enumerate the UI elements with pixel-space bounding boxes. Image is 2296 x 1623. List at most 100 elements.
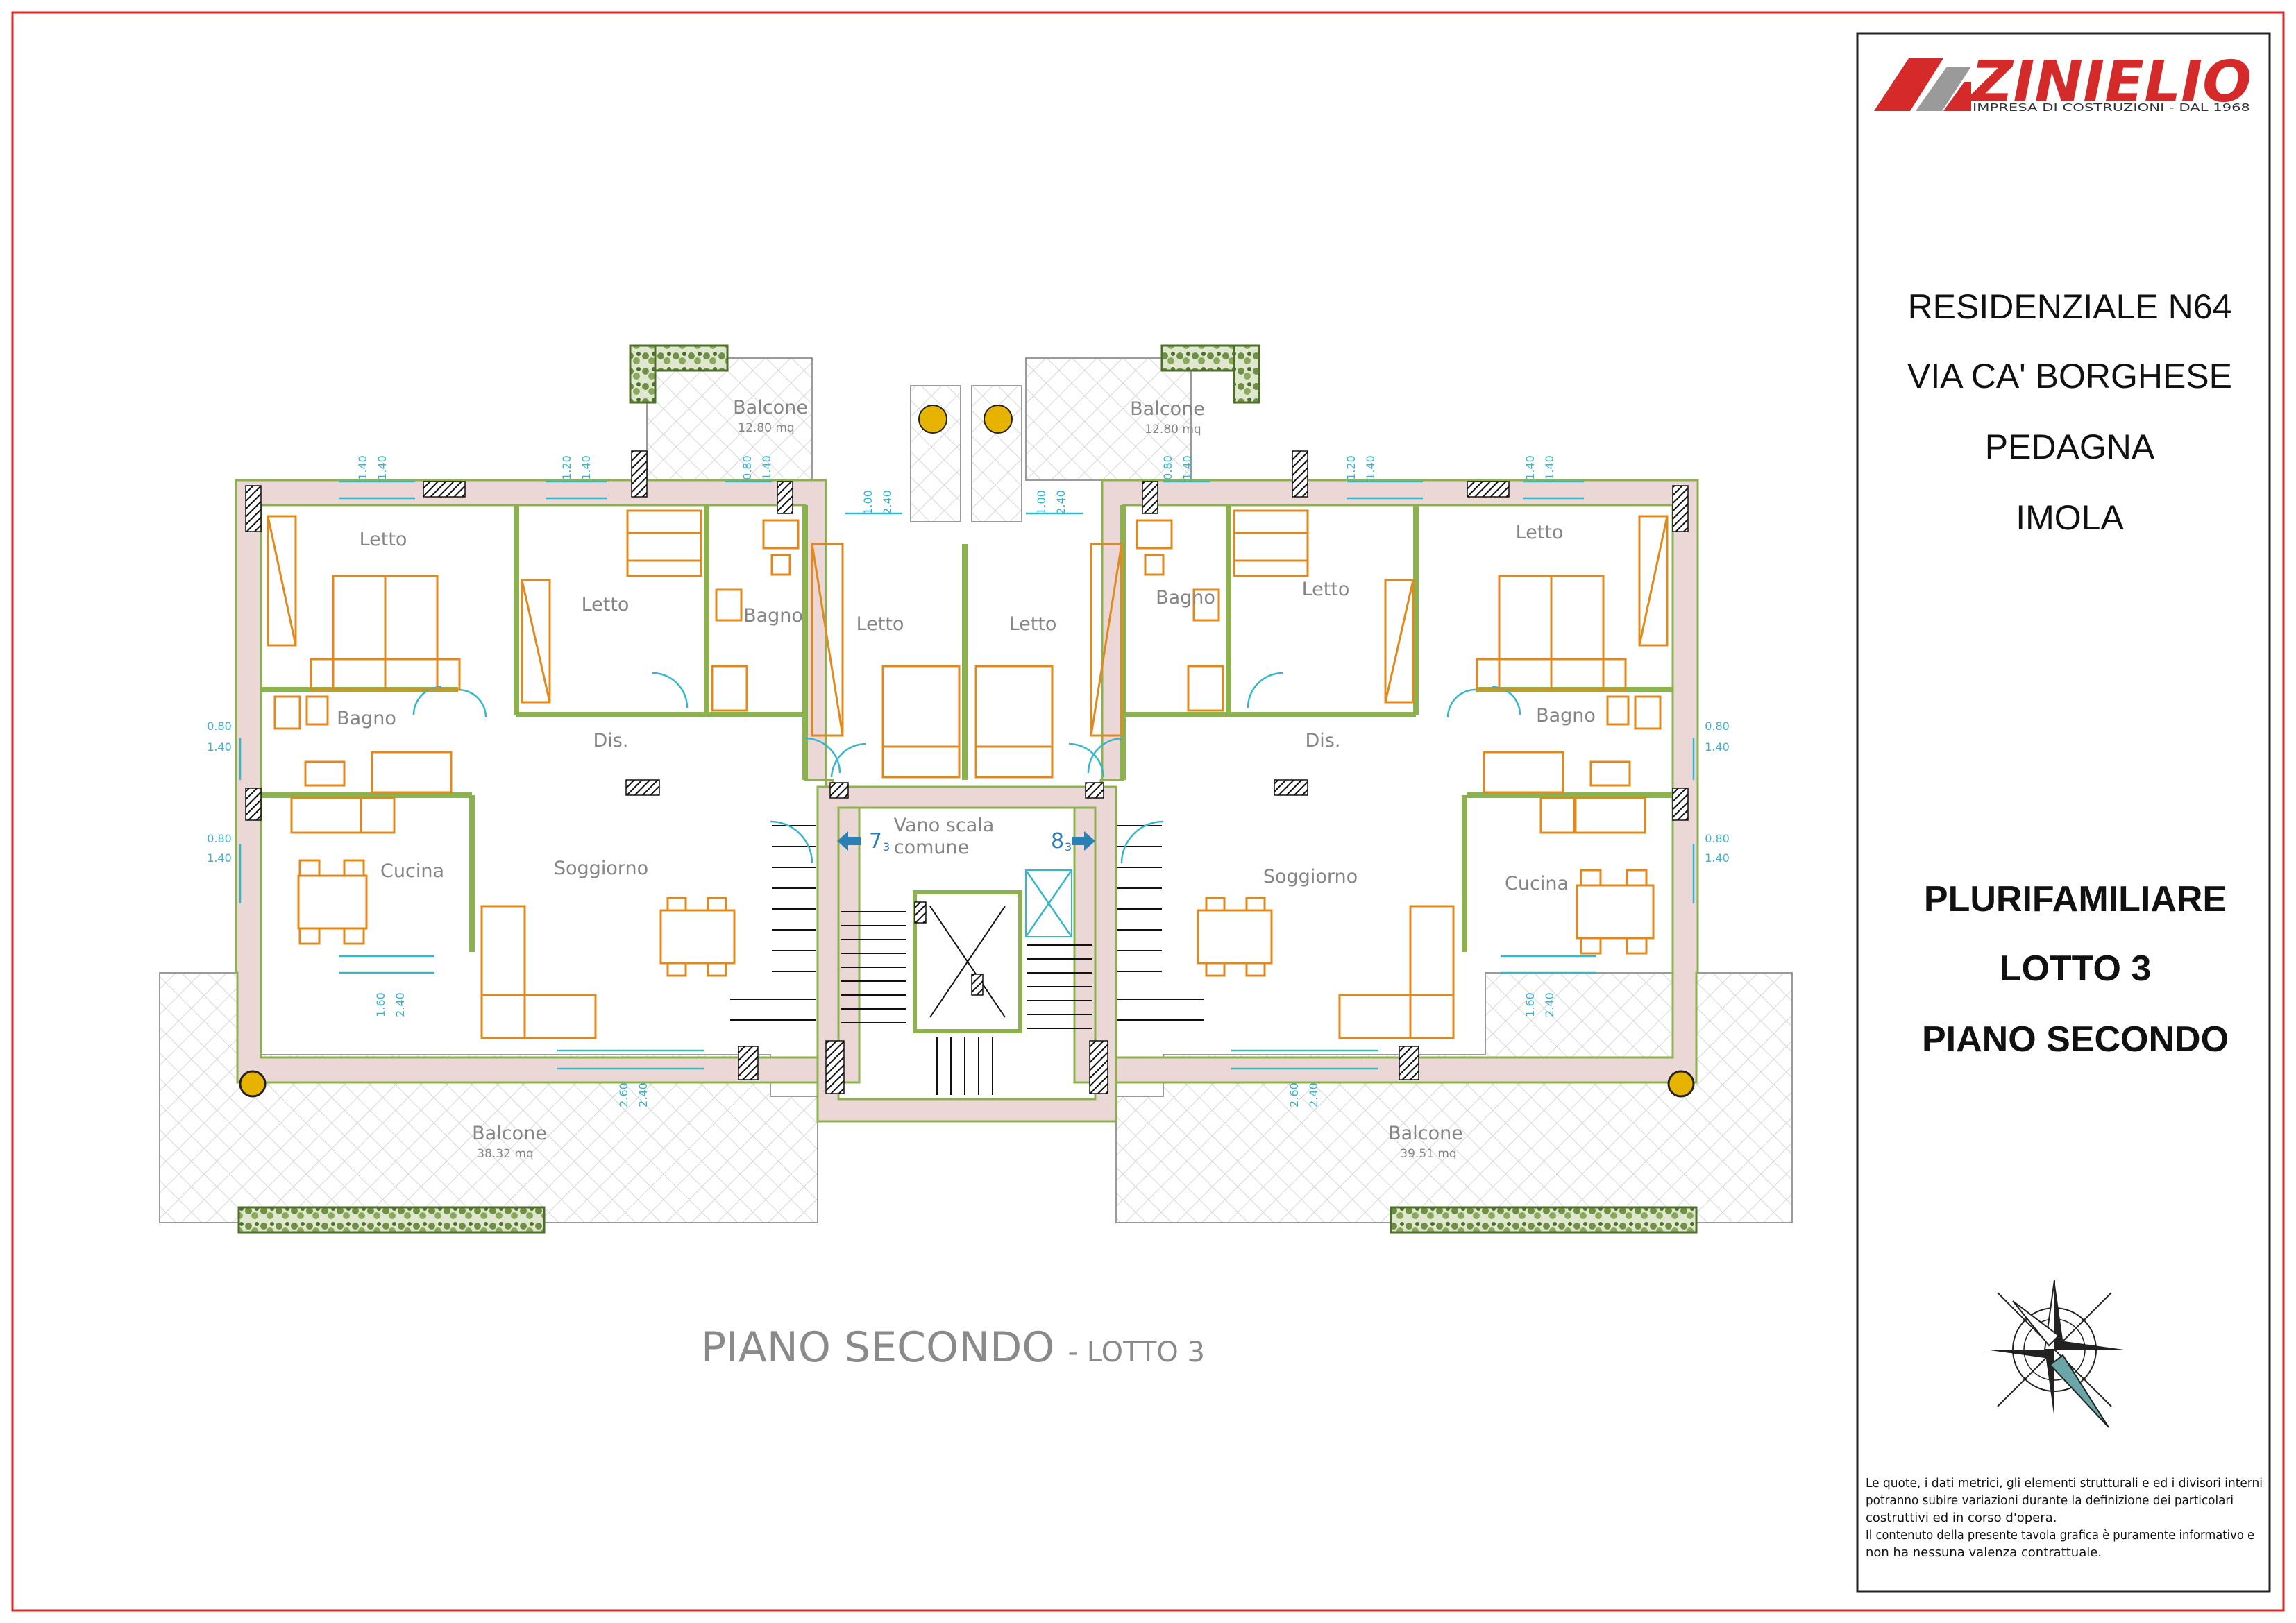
pillars xyxy=(245,450,1689,1094)
label-bagno: Bagno xyxy=(743,605,803,627)
dimension-label: 0.80 xyxy=(741,455,754,480)
terrace-light-icon xyxy=(1667,1070,1695,1098)
dimension-label: 2.40 xyxy=(1543,992,1556,1017)
label-bagno: Bagno xyxy=(337,708,396,729)
label-bagno: Bagno xyxy=(1156,587,1215,609)
title-block-border xyxy=(1856,32,2271,1593)
sheet-lot: LOTTO 3 xyxy=(2000,949,2152,989)
label-letto: Letto xyxy=(1302,579,1350,600)
disclaimer-line: potranno subire variazioni durante la de… xyxy=(1866,1493,2234,1508)
furniture-left xyxy=(267,509,961,1039)
label-letto: Letto xyxy=(360,529,407,550)
company-logo: ZINIELIO IMPRESA DI COSTRUZIONI - DAL 19… xyxy=(1874,49,2252,115)
plan-caption-main: PIANO SECONDO xyxy=(701,1323,1055,1372)
dimension-label: 1.40 xyxy=(1705,740,1730,754)
logo-brand: ZINIELIO xyxy=(1969,49,2252,115)
floor-plan: Balcone 12.80 mq Balcone 12.80 mq Letto … xyxy=(159,344,1793,1234)
drain-icon xyxy=(984,405,1013,434)
area-balcone-bottom-left: 38.32 mq xyxy=(477,1147,533,1161)
dimension-label: 1.40 xyxy=(580,455,593,480)
arrow-left-icon xyxy=(837,831,861,851)
compass-rose-icon xyxy=(1985,1280,2124,1428)
unit-number: 7 xyxy=(869,829,882,853)
project-street: VIA CA' BORGHESE xyxy=(1907,357,2232,396)
area-balcone-top-right: 12.80 mq xyxy=(1145,423,1201,436)
disclaimer-line: Le quote, i dati metrici, gli elementi s… xyxy=(1866,1476,2263,1490)
dimension-label: 2.40 xyxy=(394,992,407,1017)
label-dis: Dis. xyxy=(1306,730,1341,751)
unit-8-marker: 8 3 xyxy=(1051,829,1095,853)
dimension-label: 2.40 xyxy=(1054,490,1067,515)
dimension-label: 1.40 xyxy=(760,455,773,480)
label-dis: Dis. xyxy=(593,730,629,751)
dimension-label: 1.40 xyxy=(375,455,389,480)
windows xyxy=(239,480,1695,1070)
title-block: ZINIELIO IMPRESA DI COSTRUZIONI - DAL 19… xyxy=(1856,32,2271,1593)
project-city: IMOLA xyxy=(2016,498,2124,537)
planter-bottom-left xyxy=(237,1206,546,1234)
dimension-label: 1.40 xyxy=(1705,851,1730,865)
apartment-left-walls xyxy=(235,479,861,1084)
label-balcone-top-left: Balcone xyxy=(733,397,808,418)
dimension-label: 1.40 xyxy=(1181,455,1194,480)
sheet-frame xyxy=(11,11,2285,1612)
label-letto: Letto xyxy=(1516,522,1564,543)
dimension-label: 1.40 xyxy=(1523,455,1537,480)
area-balcone-top-left: 12.80 mq xyxy=(738,421,794,435)
dimension-label: 2.40 xyxy=(881,490,894,515)
dimension-label: 2.40 xyxy=(636,1082,650,1107)
arrow-right-icon xyxy=(1072,831,1095,851)
dimension-label: 0.80 xyxy=(207,832,232,845)
dimension-label: 1.00 xyxy=(1035,490,1048,515)
sheet-building-type: PLURIFAMILIARE xyxy=(1924,879,2227,919)
disclaimer-line: costruttivi ed in corso d'opera. xyxy=(1866,1511,2057,1525)
planter-top-left-side xyxy=(629,344,657,404)
label-balcone-bottom-right: Balcone xyxy=(1388,1123,1463,1144)
dimension-label: 0.80 xyxy=(1705,832,1730,845)
label-letto: Letto xyxy=(582,594,630,615)
dimension-label: 1.40 xyxy=(356,455,369,480)
area-balcone-bottom-right: 39.51 mq xyxy=(1400,1147,1456,1161)
disclaimer: Le quote, i dati metrici, gli elementi s… xyxy=(1866,1476,2263,1560)
balcony-top-right xyxy=(1025,357,1192,481)
dimension-label: 2.40 xyxy=(1307,1082,1320,1107)
label-letto: Letto xyxy=(856,613,904,635)
project-name: RESIDENZIALE N64 xyxy=(1908,287,2232,326)
unit-7-marker: 7 3 xyxy=(837,829,890,853)
label-balcone-bottom-left: Balcone xyxy=(472,1123,547,1144)
label-vano-scala: Vano scala xyxy=(894,815,995,836)
dimension-label: 1.40 xyxy=(207,740,232,754)
project-district: PEDAGNA xyxy=(1985,427,2155,466)
planter-bottom-right xyxy=(1390,1206,1698,1234)
label-letto: Letto xyxy=(1009,613,1057,635)
disclaimer-line: Il contenuto della presente tavola grafi… xyxy=(1866,1528,2254,1543)
dimension-label: 2.60 xyxy=(1288,1082,1301,1107)
drain-icon xyxy=(918,405,947,434)
label-balcone-top-right: Balcone xyxy=(1130,398,1205,420)
balcony-top-left xyxy=(646,357,813,481)
label-cucina: Cucina xyxy=(380,860,444,882)
dimension-label: 0.80 xyxy=(1705,720,1730,733)
balcony-top-right-service xyxy=(971,385,1022,522)
label-vano-scala: comune xyxy=(894,837,970,858)
dimension-label: 1.00 xyxy=(861,490,875,515)
dimension-label: 1.20 xyxy=(1344,455,1358,480)
terrace-light-icon xyxy=(239,1070,267,1098)
dimension-label: 1.40 xyxy=(1543,455,1556,480)
dimension-labels: 1.40 1.40 1.20 1.40 0.80 1.40 1.00 2.40 … xyxy=(207,455,1730,1107)
dimension-label: 1.60 xyxy=(1523,992,1537,1017)
dimension-label: 0.80 xyxy=(1161,455,1174,480)
label-cucina: Cucina xyxy=(1505,873,1569,894)
furniture-right xyxy=(974,509,1669,1039)
dimension-label: 0.80 xyxy=(207,720,232,733)
roof-chevron-logo-icon xyxy=(1874,58,1971,111)
dimension-label: 1.40 xyxy=(1364,455,1377,480)
disclaimer-line: non ha nessuna valenza contrattuale. xyxy=(1866,1545,2102,1560)
stair-core-walls xyxy=(816,785,1117,1123)
sheet-floor: PIANO SECONDO xyxy=(1922,1019,2229,1060)
label-bagno: Bagno xyxy=(1536,705,1596,726)
dimension-label: 1.40 xyxy=(207,851,232,865)
logo-tagline: IMPRESA DI COSTRUZIONI - DAL 1968 xyxy=(1973,101,2250,114)
unit-subscript: 3 xyxy=(883,840,890,853)
plan-caption-suffix: - LOTTO 3 xyxy=(1068,1336,1205,1368)
